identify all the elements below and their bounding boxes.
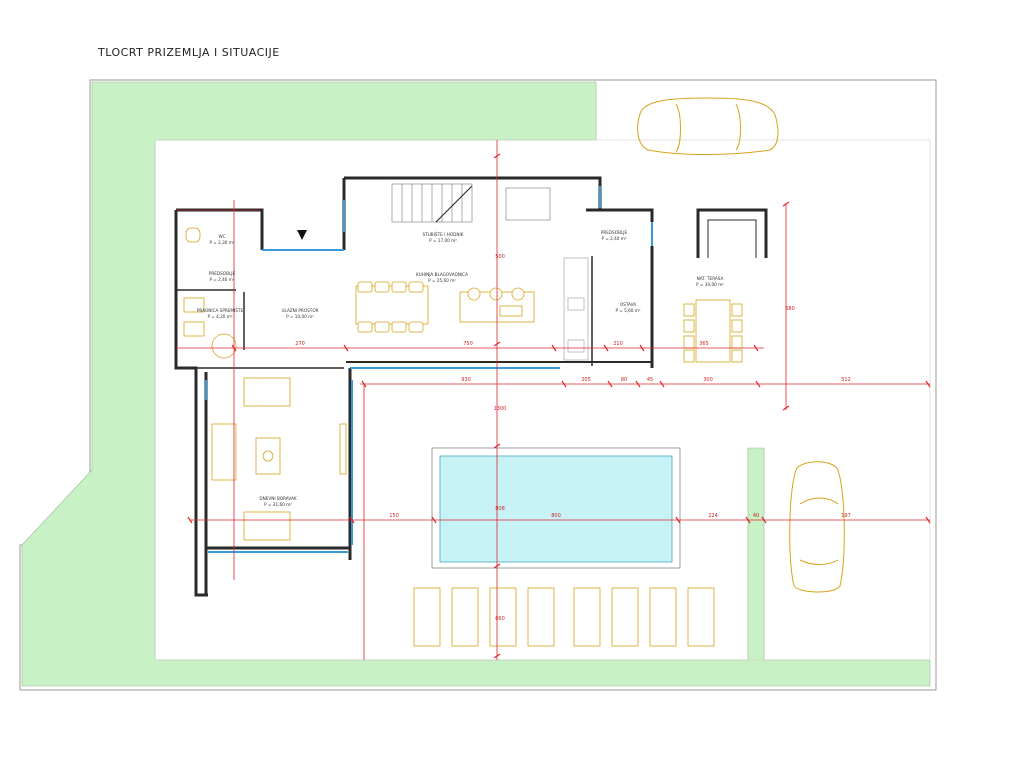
dim-top-1: 270 xyxy=(295,341,305,347)
glazing xyxy=(205,186,653,553)
car-right xyxy=(789,461,845,593)
dim-top-4: 365 xyxy=(699,341,709,347)
dim-mid-2: 205 xyxy=(581,377,591,383)
room-entrance-name: ULAZNI PROSTOR xyxy=(281,308,318,313)
dim-low-2: 800 xyxy=(551,513,561,519)
dim-mid-5: 300 xyxy=(703,377,713,383)
dim-mid-6: 512 xyxy=(841,377,851,383)
entrance-arrow-icon xyxy=(297,230,307,240)
terrace-platform xyxy=(154,139,931,661)
room-terrace-name: NAT. TERASA xyxy=(697,276,724,281)
room-hall-right-name: PREDSOBLJE xyxy=(601,230,628,235)
dim-vert-3: 660 xyxy=(495,616,505,622)
dim-mid-3: 80 xyxy=(621,377,627,383)
dim-top-2: 750 xyxy=(463,341,473,347)
dim-vert-4: 500 xyxy=(495,254,505,260)
dim-low-4: 40 xyxy=(753,513,759,519)
room-wc-name: WC xyxy=(218,234,225,239)
room-wc-area: P = 2,30 m² xyxy=(209,240,234,245)
terrace-table xyxy=(683,299,743,363)
room-hall-small-name: PREDSOBLJE xyxy=(209,271,236,276)
dim-mid-4: 45 xyxy=(647,377,653,383)
room-laundry-area: P = 4,20 m² xyxy=(207,314,232,319)
dim-low-5: 197 xyxy=(841,513,851,519)
room-pantry-name: OSTAVA xyxy=(620,302,636,307)
dim-low-1: 150 xyxy=(389,513,399,519)
dimension-lines xyxy=(176,140,930,660)
sun-loungers xyxy=(413,587,715,647)
room-stairs-name: STUBIŠTE I HODNIK xyxy=(423,232,464,237)
dimension-ticks xyxy=(187,153,931,659)
dim-vert-right: 680 xyxy=(785,306,795,312)
dining-table xyxy=(355,281,429,333)
room-hall-small-area: P = 2,40 m² xyxy=(209,277,234,282)
room-entrance-area: P = 10,00 m² xyxy=(286,314,314,319)
room-kitchen-area: P = 25,60 m² xyxy=(428,278,456,283)
dim-vert-2: 808 xyxy=(495,506,505,512)
room-laundry-name: PRAONICA SPREMIŠTE xyxy=(197,308,244,313)
car-top xyxy=(637,97,779,155)
room-living-name: DNEVNI BORAVAK xyxy=(259,496,296,501)
dim-top-3: 210 xyxy=(613,341,623,347)
dim-low-3: 224 xyxy=(708,513,718,519)
room-kitchen-name: KUHINJA BLAGOVAONICA xyxy=(416,272,468,277)
living-furniture xyxy=(211,377,347,541)
room-stairs-area: P = 17,00 m² xyxy=(429,238,457,243)
room-hall-right-area: P = 2,40 m² xyxy=(601,236,626,241)
pool-outer xyxy=(431,447,681,569)
dim-vert-1: 1300 xyxy=(494,406,507,412)
dim-mid-1: 930 xyxy=(461,377,471,383)
room-pantry-area: P = 5,60 m² xyxy=(615,308,640,313)
room-terrace-area: P = 30,00 m² xyxy=(696,282,724,287)
pool xyxy=(439,455,673,563)
room-living-area: P = 31,60 m² xyxy=(264,502,292,507)
kitchen-counter xyxy=(563,257,589,361)
bathroom-fixtures xyxy=(183,227,237,359)
staircase xyxy=(391,183,551,223)
plan-title: TLOCRT PRIZEMLJA I SITUACIJE xyxy=(98,46,280,59)
